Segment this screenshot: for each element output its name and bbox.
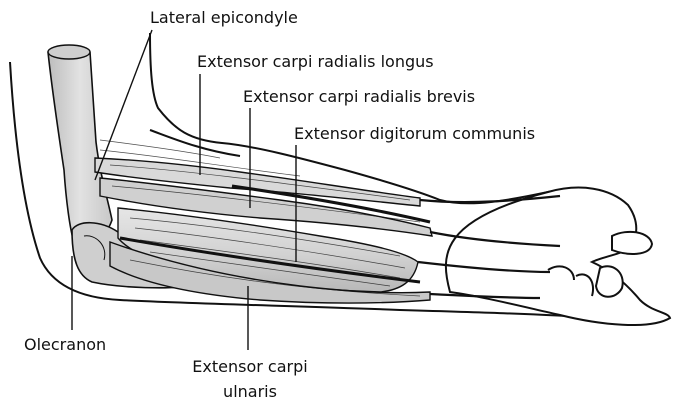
label-ecu: Extensor carpi ulnaris: [180, 354, 320, 404]
hand-outline: [446, 188, 670, 325]
label-lateral-epicondyle: Lateral epicondyle: [150, 10, 298, 26]
humerus-bone: [48, 45, 112, 245]
label-ed-communis: Extensor digitorum communis: [294, 126, 535, 142]
leader-lateral-epicondyle: [95, 30, 152, 180]
label-ecr-brevis: Extensor carpi radialis brevis: [243, 89, 475, 105]
label-ecu-line2: ulnaris: [180, 379, 320, 404]
label-olecranon: Olecranon: [24, 337, 106, 353]
label-ecu-line1: Extensor carpi: [180, 354, 320, 379]
label-ecr-longus: Extensor carpi radialis longus: [197, 54, 434, 70]
